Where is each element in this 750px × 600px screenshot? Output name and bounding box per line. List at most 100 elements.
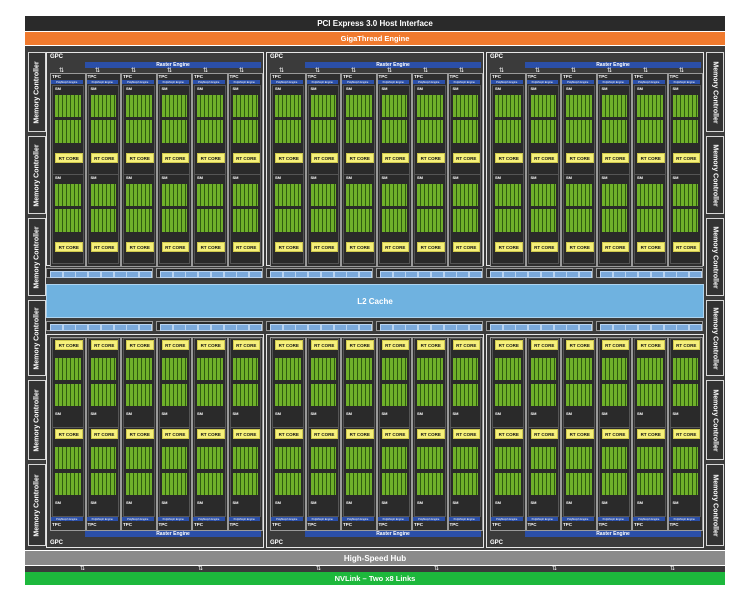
polymorph-engine: PolyMorph Engine: [342, 517, 374, 521]
cuda-core-array: [417, 183, 443, 206]
cuda-core-array: [452, 472, 478, 496]
cache-slice: [172, 324, 186, 331]
rt-core: RT CORE: [232, 153, 260, 164]
cache-slice: [333, 324, 347, 331]
connector-arrow-icon: ⇅: [535, 68, 541, 74]
memory-controller: Memory Controller: [28, 218, 46, 296]
memory-controller: Memory Controller: [706, 464, 724, 546]
cuda-core-array: [417, 446, 443, 470]
cache-slice: [430, 271, 444, 278]
cuda-core-array: [232, 183, 258, 206]
sm-label: SM: [417, 86, 423, 91]
cache-slice: [638, 324, 652, 331]
cuda-core-array: [90, 209, 116, 232]
cache-slice: [553, 271, 567, 278]
memory-controller-label: Memory Controller: [711, 473, 719, 537]
cache-slice: [138, 324, 152, 331]
sm-label: SM: [381, 500, 388, 506]
sm-label: SM: [310, 86, 317, 91]
sm-label: SM: [90, 86, 97, 91]
rt-core: RT CORE: [310, 429, 338, 439]
cuda-core-array: [672, 472, 698, 496]
cache-slice: [612, 271, 626, 278]
sm-label: SM: [637, 500, 643, 506]
cache-slice: [380, 324, 393, 331]
sm-label: SM: [232, 500, 239, 506]
memory-controller: Memory Controller: [28, 136, 46, 214]
sm-label: SM: [637, 175, 643, 180]
sm-label: SM: [495, 175, 501, 180]
cuda-core-array: [672, 120, 698, 143]
cuda-core-array: [161, 383, 187, 407]
rt-core: RT CORE: [161, 242, 189, 253]
polymorph-engine: PolyMorph Engine: [306, 517, 338, 521]
cuda-core-array: [381, 446, 407, 470]
tpc-label: TPC: [194, 522, 203, 527]
cache-slice: [282, 271, 296, 278]
cuda-core-array: [126, 183, 152, 206]
cuda-core-array: [232, 357, 258, 381]
cuda-core-array: [346, 120, 372, 143]
sm-label: SM: [672, 86, 679, 91]
cache-strip: [46, 268, 153, 278]
polymorph-engine: PolyMorph Engine: [193, 517, 225, 521]
cuda-core-array: [495, 183, 521, 206]
cache-slice: [358, 271, 372, 278]
cache-slice: [490, 271, 503, 278]
cuda-core-array: [672, 446, 698, 470]
cuda-core-array: [161, 94, 187, 117]
cuda-core-array: [495, 383, 521, 407]
cache-strip: [156, 321, 263, 331]
polymorph-engine: PolyMorph Engine: [228, 517, 260, 521]
gpc-label: GPC: [490, 54, 504, 60]
rt-core: RT CORE: [197, 340, 225, 350]
polymorph-engine: PolyMorph Engine: [193, 80, 225, 84]
polymorph-engine: PolyMorph Engine: [562, 80, 594, 84]
cuda-core-array: [601, 383, 627, 407]
cache-slice: [468, 271, 482, 278]
cache-slice: [210, 324, 224, 331]
memory-controller-label: Memory Controller: [711, 388, 719, 452]
cache-slice: [308, 271, 322, 278]
cuda-core-array: [197, 120, 223, 143]
cuda-core-array: [530, 120, 556, 143]
cache-slice: [418, 324, 432, 331]
rt-core: RT CORE: [452, 429, 480, 439]
sm-label: SM: [381, 86, 388, 91]
cache-slice: [528, 271, 542, 278]
cuda-core-array: [275, 383, 301, 407]
sm-label: SM: [346, 175, 352, 180]
rt-core: RT CORE: [566, 242, 594, 253]
rt-core: RT CORE: [601, 429, 629, 439]
cuda-core-array: [495, 472, 521, 496]
cuda-core-array: [90, 357, 116, 381]
nvlink-arrow-icon: ⇅: [198, 566, 204, 572]
raster-engine: Raster Engine: [525, 531, 701, 537]
cuda-core-array: [310, 383, 336, 407]
rt-core: RT CORE: [55, 242, 83, 253]
cache-slice: [443, 324, 457, 331]
cache-slice: [333, 271, 347, 278]
nvlink-arrow-icon: ⇅: [552, 566, 558, 572]
